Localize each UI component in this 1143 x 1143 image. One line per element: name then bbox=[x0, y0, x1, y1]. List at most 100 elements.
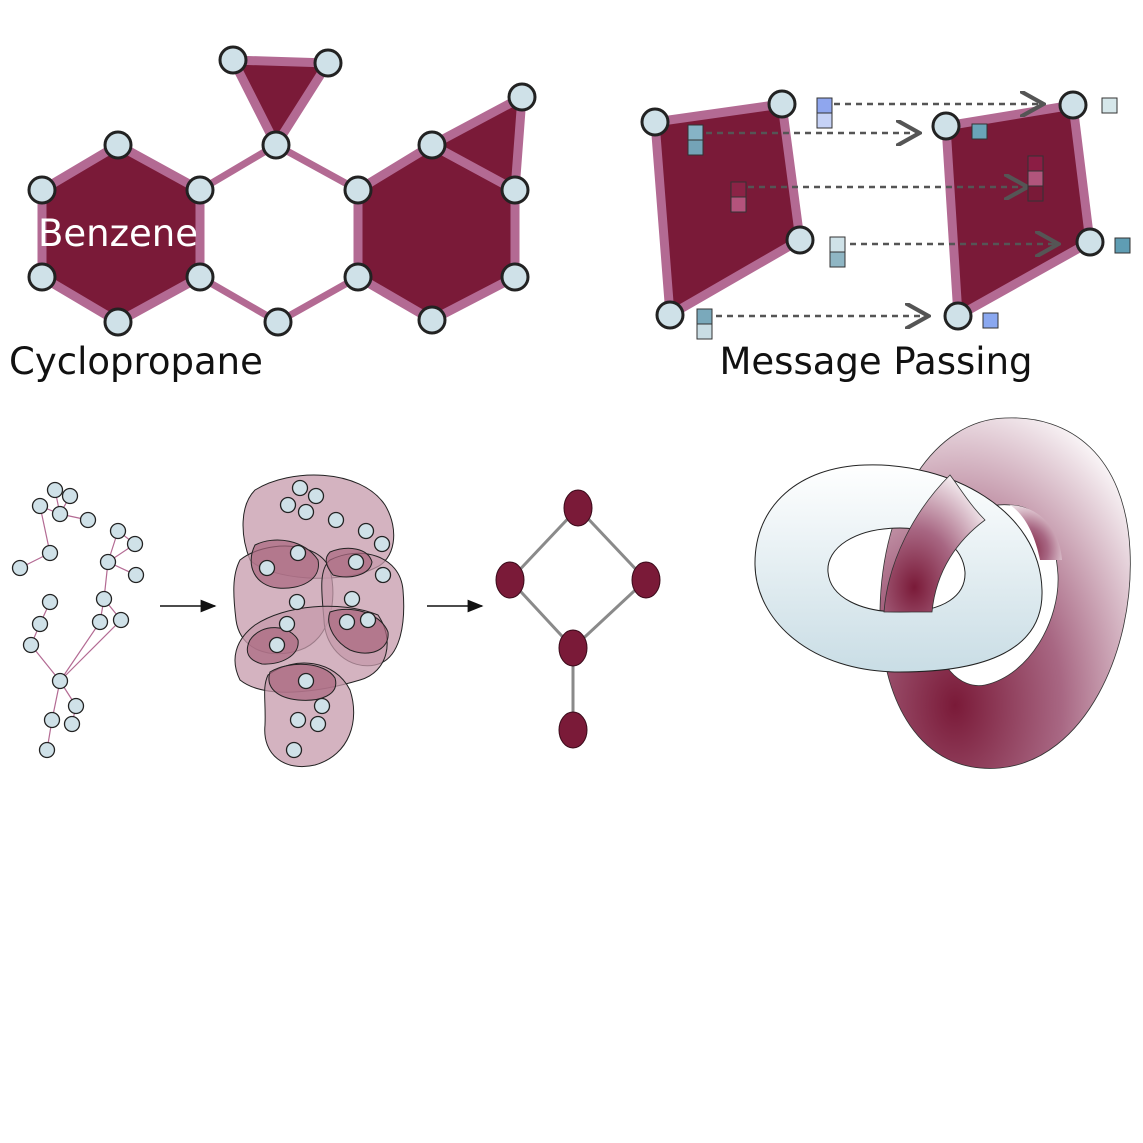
lifted-node bbox=[289, 711, 307, 729]
atom-node bbox=[313, 48, 343, 78]
atom-node bbox=[27, 175, 57, 205]
graph-node bbox=[31, 497, 49, 515]
graph-node bbox=[38, 741, 56, 759]
coarse-node bbox=[558, 629, 588, 667]
graph-node bbox=[31, 615, 49, 633]
atom-node bbox=[103, 130, 133, 160]
lifted-node bbox=[343, 590, 361, 608]
lifted-node bbox=[258, 559, 276, 577]
atom-node bbox=[218, 45, 248, 75]
coarse-graph bbox=[495, 489, 661, 749]
graph-node bbox=[95, 590, 113, 608]
feature-vector bbox=[1114, 237, 1131, 254]
feature-vector bbox=[696, 323, 713, 340]
lifted-node bbox=[338, 613, 356, 631]
feature-vector bbox=[730, 181, 747, 198]
atom-node bbox=[500, 175, 530, 205]
graph-node bbox=[109, 522, 127, 540]
cell-node bbox=[767, 89, 797, 119]
lifted-node bbox=[288, 593, 306, 611]
atom-node bbox=[507, 82, 537, 112]
graph-node bbox=[127, 566, 145, 584]
lifted-node bbox=[309, 715, 327, 733]
graph-node bbox=[63, 715, 81, 733]
lifted-node bbox=[291, 479, 309, 497]
graph-node bbox=[99, 553, 117, 571]
atom-node bbox=[343, 175, 373, 205]
dark-torus-front bbox=[883, 474, 986, 613]
lifted-node bbox=[373, 535, 391, 553]
atom-node bbox=[27, 262, 57, 292]
atom-node bbox=[103, 307, 133, 337]
feature-vector bbox=[1027, 185, 1044, 202]
coarse-node bbox=[558, 711, 588, 749]
lifted-node bbox=[357, 522, 375, 540]
feature-vector bbox=[816, 97, 833, 114]
graph-node bbox=[51, 672, 69, 690]
feature-vector bbox=[1027, 170, 1044, 187]
graph-node bbox=[126, 535, 144, 553]
feature-vector bbox=[1027, 155, 1044, 172]
atom-node bbox=[500, 262, 530, 292]
atom-node bbox=[185, 175, 215, 205]
lifted-node bbox=[268, 636, 286, 654]
atom-node bbox=[261, 130, 291, 160]
graph-node bbox=[79, 511, 97, 529]
linked-tori bbox=[754, 417, 1131, 769]
graph-node bbox=[67, 697, 85, 715]
lifted-node bbox=[278, 615, 296, 633]
feature-vector bbox=[687, 139, 704, 156]
atom-node bbox=[263, 307, 293, 337]
lifted-node bbox=[285, 741, 303, 759]
atom-node bbox=[417, 305, 447, 335]
molecule-complex: Benzene Cyclopropane bbox=[9, 45, 537, 383]
graph-node bbox=[112, 611, 130, 629]
graph-node bbox=[22, 636, 40, 654]
graph-node bbox=[51, 505, 69, 523]
feature-vector bbox=[816, 112, 833, 129]
open-ring bbox=[196, 141, 362, 326]
lifted-node bbox=[297, 503, 315, 521]
feature-vector bbox=[696, 308, 713, 325]
lifted-node bbox=[297, 672, 315, 690]
cell-node bbox=[1075, 227, 1105, 257]
graph-node bbox=[41, 593, 59, 611]
lifted-node bbox=[289, 544, 307, 562]
lifted-node bbox=[347, 553, 365, 571]
coarse-node bbox=[495, 561, 525, 599]
cyclopropane-label: Cyclopropane bbox=[9, 340, 263, 383]
feature-vector bbox=[829, 236, 846, 253]
target-cell bbox=[941, 100, 1095, 321]
atom-node bbox=[417, 130, 447, 160]
benzene-label: Benzene bbox=[38, 212, 198, 255]
input-graph bbox=[11, 481, 145, 759]
graph-node bbox=[41, 544, 59, 562]
feature-vector bbox=[829, 251, 846, 268]
graph-node bbox=[91, 613, 109, 631]
feature-vector bbox=[730, 196, 747, 213]
cell-node bbox=[943, 301, 973, 331]
cell-node bbox=[655, 300, 685, 330]
coarse-node bbox=[631, 561, 661, 599]
lifted-node bbox=[359, 611, 377, 629]
feature-vector bbox=[971, 123, 988, 140]
right-triangle-cell bbox=[427, 92, 527, 195]
graph-lifting-pipeline bbox=[11, 474, 661, 767]
atom-node bbox=[343, 262, 373, 292]
message-passing-diagram: Message Passing bbox=[640, 89, 1131, 383]
feature-vector bbox=[687, 124, 704, 141]
lifted-node bbox=[327, 511, 345, 529]
graph-node bbox=[46, 481, 64, 499]
source-cell bbox=[650, 99, 805, 320]
message-passing-label: Message Passing bbox=[719, 340, 1032, 383]
cell-node bbox=[1058, 90, 1088, 120]
lifted-node bbox=[307, 487, 325, 505]
atom-node bbox=[185, 262, 215, 292]
lifted-node bbox=[279, 496, 297, 514]
lifted-node bbox=[374, 566, 392, 584]
cell-node bbox=[931, 111, 961, 141]
coarse-node bbox=[563, 489, 593, 527]
graph-node bbox=[61, 487, 79, 505]
cell-node bbox=[640, 107, 670, 137]
